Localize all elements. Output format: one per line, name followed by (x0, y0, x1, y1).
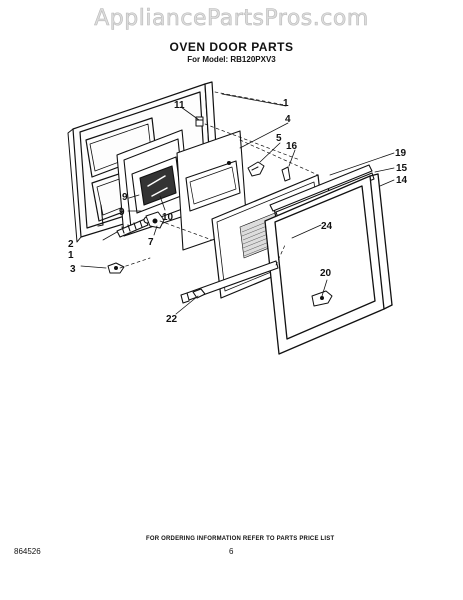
page-title: OVEN DOOR PARTS (169, 40, 294, 54)
hinge-bracket-5 (247, 161, 265, 177)
callout-1-bottom: 1 (68, 250, 74, 261)
outer-door-frame (264, 173, 393, 355)
callout-19: 19 (395, 148, 407, 159)
callout-16: 16 (286, 141, 298, 152)
document-code: 864526 (14, 547, 41, 556)
clip-16 (281, 166, 291, 182)
callout-1-top: 1 (283, 98, 289, 109)
watermark: AppliancePartsPros.com (94, 6, 369, 32)
page-number: 6 (229, 547, 234, 556)
callout-5: 5 (276, 133, 282, 144)
callout-24: 24 (321, 221, 333, 232)
clip-3 (107, 262, 125, 274)
screw-11 (195, 116, 204, 127)
hinge-rod (97, 204, 151, 238)
assembly-lines (119, 91, 319, 269)
callout-2: 2 (68, 239, 74, 250)
bottom-vent-strip (180, 260, 279, 304)
model-subtitle: For Model: RB120PXV3 (187, 55, 276, 64)
callout-22: 22 (166, 314, 178, 325)
callout-15: 15 (396, 163, 408, 174)
ordering-info: FOR ORDERING INFORMATION REFER TO PARTS … (146, 536, 335, 542)
callout-9-upper: 9 (122, 192, 128, 203)
leader-lines (80, 93, 395, 315)
callout-9: 9 (119, 207, 125, 218)
callout-14: 14 (396, 175, 408, 186)
inner-glass-pack (116, 129, 191, 237)
callout-10: 10 (162, 212, 174, 223)
callout-7: 7 (148, 237, 154, 248)
callout-4: 4 (285, 114, 291, 125)
callout-3: 3 (70, 264, 76, 275)
callout-labels: 1 4 5 16 19 15 14 11 10 9 9 2 1 3 7 22 2… (68, 98, 408, 325)
callout-20: 20 (320, 268, 332, 279)
hinge-part-7 (145, 211, 165, 229)
bracket-20 (311, 290, 333, 307)
callout-11: 11 (174, 100, 185, 111)
